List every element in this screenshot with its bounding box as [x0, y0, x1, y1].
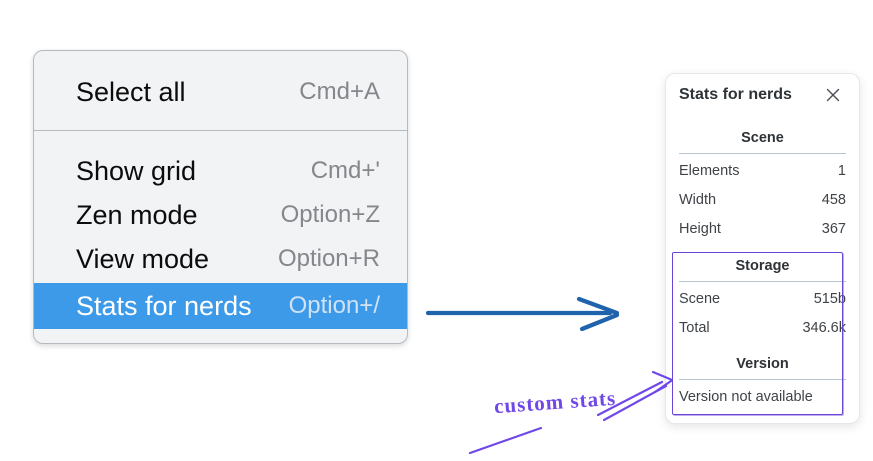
version-status-text: Version not available: [679, 389, 813, 405]
section-divider: [679, 153, 846, 154]
menu-item-label: Select all: [76, 76, 186, 107]
menu-item-shortcut: Option+Z: [280, 201, 380, 228]
context-menu: Select all Cmd+A Show grid Cmd+' Zen mod…: [33, 50, 408, 344]
menu-item-label: Zen mode: [76, 199, 198, 230]
menu-item-shortcut: Cmd+': [310, 157, 380, 184]
stat-row-scene-storage: Scene 515b: [679, 285, 846, 314]
section-divider: [679, 379, 846, 380]
menu-item-shortcut: Option+/: [288, 292, 380, 319]
stats-panel: Stats for nerds Scene Elements 1 Width 4…: [665, 73, 860, 424]
menu-item-stats-for-nerds[interactable]: Stats for nerds Option+/: [34, 283, 407, 329]
menu-item-label: View mode: [76, 243, 210, 274]
stat-value: 458: [821, 192, 846, 208]
section-divider: [679, 281, 846, 282]
close-icon[interactable]: [826, 88, 840, 102]
stat-value: 367: [821, 221, 846, 237]
menu-group-top: Select all Cmd+A: [34, 51, 407, 130]
section-header-storage: Storage: [735, 258, 790, 274]
menu-item-shortcut: Cmd+A: [299, 78, 380, 105]
menu-item-zen-mode[interactable]: Zen mode Option+Z: [34, 193, 407, 237]
stat-label: Width: [679, 192, 717, 208]
menu-item-view-mode[interactable]: View mode Option+R: [34, 237, 407, 281]
menu-item-label: Show grid: [76, 155, 197, 186]
stat-value: 1: [837, 163, 846, 179]
section-header-scene: Scene: [741, 130, 784, 146]
stat-row-total-storage: Total 346.6k: [679, 314, 846, 343]
annotation-arrow-icon: [468, 370, 673, 455]
section-header-version: Version: [736, 356, 789, 372]
stat-label: Height: [679, 221, 721, 237]
menu-item-shortcut: Option+R: [277, 245, 380, 272]
stat-value: 346.6k: [802, 320, 846, 336]
stats-panel-title: Stats for nerds: [679, 86, 792, 103]
menu-item-show-grid[interactable]: Show grid Cmd+': [34, 149, 407, 193]
menu-item-select-all[interactable]: Select all Cmd+A: [34, 63, 407, 121]
stat-value: 515b: [813, 291, 846, 307]
stat-label: Scene: [679, 291, 721, 307]
stat-label: Elements: [679, 163, 740, 179]
stats-panel-header: Stats for nerds: [679, 86, 846, 104]
stat-row-height: Height 367: [679, 215, 846, 244]
menu-group-bottom: Show grid Cmd+' Zen mode Option+Z View m…: [34, 130, 407, 343]
stat-row-elements: Elements 1: [679, 157, 846, 186]
stat-row-width: Width 458: [679, 186, 846, 215]
stat-label: Total: [679, 320, 710, 336]
menu-item-label: Stats for nerds: [76, 290, 252, 321]
right-arrow-icon: [425, 296, 620, 332]
